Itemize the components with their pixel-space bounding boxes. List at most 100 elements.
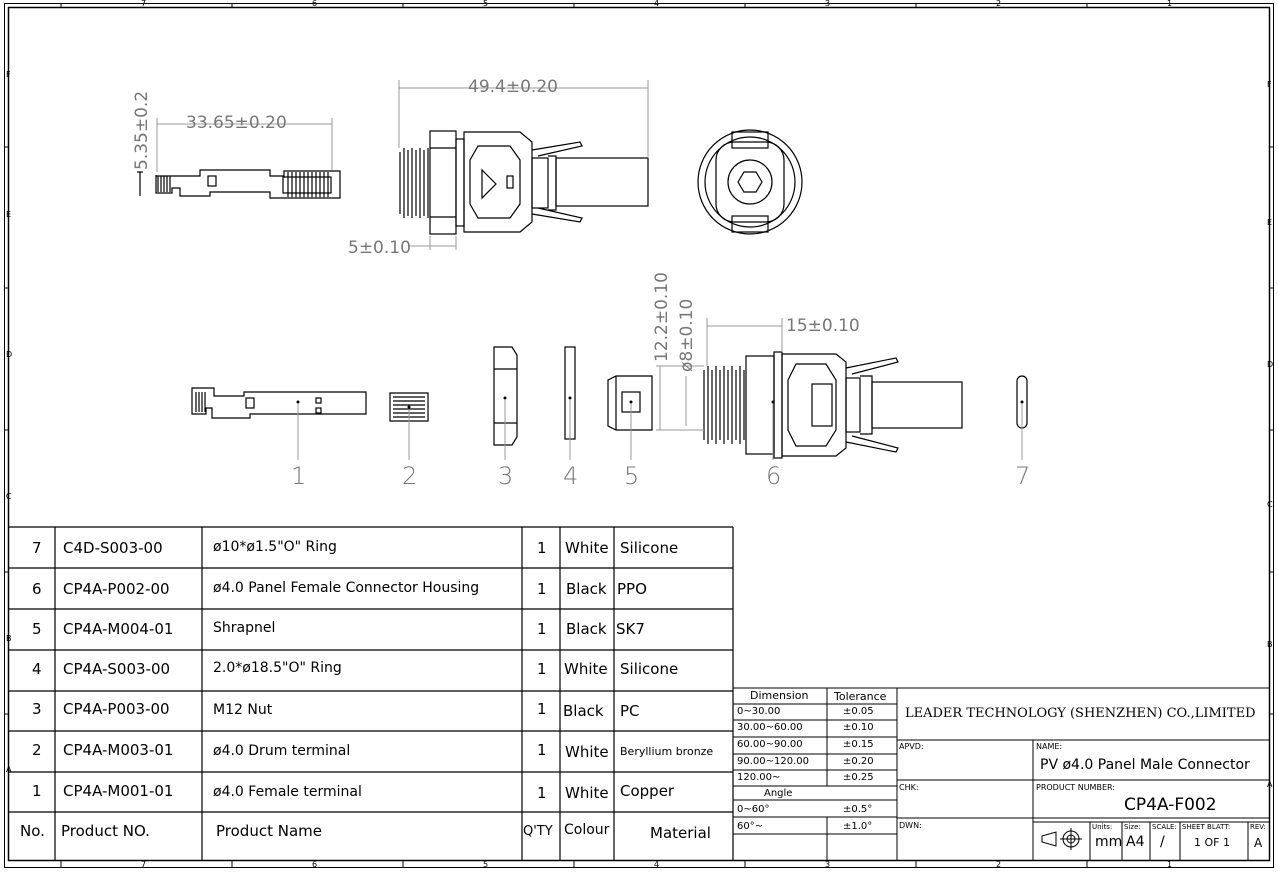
bom-row-5-material: SK7 [616, 620, 645, 638]
bom-row-7-colour: White [565, 539, 609, 557]
bom-row-6-product-no: CP4A-P002-00 [63, 580, 170, 598]
bom-row-7-qty: 1 [537, 539, 547, 557]
units-label: Units: [1092, 823, 1113, 831]
bom-row-5-product-name: Shrapnel [213, 620, 276, 636]
bom-row-6-product-name: ø4.0 Panel Female Connector Housing [213, 580, 480, 596]
zone-row-d-right: D [1267, 360, 1274, 369]
scale-label: SCALE: [1152, 823, 1177, 831]
sheet-value: 1 OF 1 [1194, 836, 1230, 849]
bom-row-7-material: Silicone [620, 539, 679, 557]
bom-row-3-qty: 1 [537, 700, 547, 718]
tolerance-angle-row-2-dim: 60°~ [737, 821, 764, 832]
zone-row-e-right: E [1267, 218, 1273, 227]
drawing-name: PV ø4.0 Panel Male Connector [1040, 757, 1250, 773]
zone-col-3-bottom: 3 [825, 860, 831, 869]
bom-row-2-qty: 1 [537, 741, 547, 759]
zone-row-f: F [6, 70, 11, 79]
chk-label: CHK: [899, 783, 919, 792]
bom-row-2-product-name: ø4.0 Drum terminal [213, 743, 351, 759]
bom-row-7-no: 7 [32, 539, 42, 557]
tolerance-row-2-dim: 30.00~60.00 [737, 722, 803, 733]
zone-row-c-right: C [1267, 500, 1273, 509]
part-label-1: 1 [291, 462, 307, 490]
bom-row-4-colour: White [564, 660, 608, 678]
bom-row-2-colour: White [565, 743, 609, 761]
zone-col-1-bottom: 1 [1167, 860, 1173, 869]
bom-row-1-product-no: CP4A-M001-01 [63, 782, 174, 800]
bom-header-colour: Colour [564, 822, 610, 838]
part-label-7: 7 [1015, 462, 1031, 490]
tolerance-dim-header: Dimension [750, 689, 809, 702]
part-label-5: 5 [624, 462, 640, 490]
zone-row-a: A [6, 765, 12, 774]
dim-5: 5±0.10 [348, 238, 411, 258]
tolerance-angle-row-1-tol: ±0.5° [843, 804, 873, 815]
bom-row-4-material: Silicone [620, 660, 679, 678]
bom-header-no: No. [20, 822, 45, 840]
sheet-label: SHEET BLATT: [1182, 823, 1231, 831]
units-value: mm [1095, 834, 1123, 850]
zone-col-1: 1 [1167, 0, 1173, 8]
tolerance-row-3-dim: 60.00~90.00 [737, 739, 803, 750]
zone-col-5-bottom: 5 [483, 860, 489, 869]
bom-row-3-product-no: CP4A-P003-00 [63, 700, 170, 718]
tolerance-tol-header: Tolerance [834, 690, 887, 703]
bom-row-1-no: 1 [32, 782, 42, 800]
bom-row-1-product-name: ø4.0 Female terminal [213, 784, 362, 800]
zone-row-b-right: B [1267, 640, 1273, 649]
bom-row-6-no: 6 [32, 580, 42, 598]
tolerance-angle-row-1-dim: 0~60° [737, 804, 770, 815]
bom-row-6-qty: 1 [537, 580, 547, 598]
rev-value: A [1254, 836, 1263, 850]
tolerance-row-4-dim: 90.00~120.00 [737, 756, 809, 767]
bom-header-material: Material [650, 824, 711, 842]
zone-col-2-bottom: 2 [996, 860, 1002, 869]
tolerance-row-5-tol: ±0.25 [843, 772, 874, 783]
bom-row-7-product-no: C4D-S003-00 [63, 539, 163, 557]
dim-5-35: 5.35±0.2 [132, 90, 152, 170]
zone-col-6: 6 [312, 0, 318, 8]
bom-row-3-material: PC [620, 702, 640, 720]
bom-row-4-no: 4 [32, 660, 42, 678]
bom-row-2-material: Beryllium bronze [620, 745, 714, 758]
dim-49-4: 49.4±0.20 [468, 77, 558, 97]
company-name: LEADER TECHNOLOGY (SHENZHEN) CO.,LIMITED [905, 706, 1256, 721]
bom-header-product-name: Product Name [216, 822, 322, 840]
name-label: NAME: [1036, 742, 1063, 751]
tolerance-angle-row-2-tol: ±1.0° [843, 821, 873, 832]
rev-label: REV: [1250, 823, 1266, 831]
zone-col-6-bottom: 6 [312, 860, 318, 869]
zone-row-a-right: A [1267, 780, 1273, 789]
bom-row-6-colour: Black [566, 580, 607, 598]
scale-value: / [1160, 834, 1165, 850]
zone-row-d: D [6, 350, 13, 359]
bom-row-2-no: 2 [32, 741, 42, 759]
bom-row-4-product-name: 2.0*ø18.5"O" Ring [213, 660, 342, 676]
zone-row-b: B [6, 634, 12, 643]
bom-row-3-colour: Black [563, 702, 604, 720]
bom-row-1-material: Copper [620, 782, 675, 800]
tolerance-row-1-tol: ±0.05 [843, 706, 874, 717]
bom-row-5-no: 5 [32, 620, 42, 638]
apvd-label: APVD: [899, 742, 924, 751]
bom-row-2-product-no: CP4A-M003-01 [63, 741, 174, 759]
dim-8: ø8±0.10 [677, 298, 697, 372]
size-label: Size: [1124, 823, 1141, 831]
size-value: A4 [1126, 834, 1145, 850]
tolerance-row-2-tol: ±0.10 [843, 722, 874, 733]
bom-row-5-qty: 1 [537, 620, 547, 638]
tolerance-row-3-tol: ±0.15 [843, 739, 874, 750]
bom-row-3-product-name: M12 Nut [213, 702, 273, 718]
part-label-3: 3 [498, 462, 514, 490]
zone-row-c: C [6, 492, 12, 501]
bom-header-product-no: Product NO. [61, 822, 150, 840]
bom-row-4-product-no: CP4A-S003-00 [63, 660, 171, 678]
tolerance-row-5-dim: 120.00~ [737, 772, 781, 783]
zone-col-7-bottom: 7 [141, 860, 147, 869]
zone-col-2: 2 [996, 0, 1002, 8]
part-label-2: 2 [402, 462, 418, 490]
bom-row-1-colour: White [565, 784, 609, 802]
bom-row-6-material: PPO [617, 580, 647, 598]
